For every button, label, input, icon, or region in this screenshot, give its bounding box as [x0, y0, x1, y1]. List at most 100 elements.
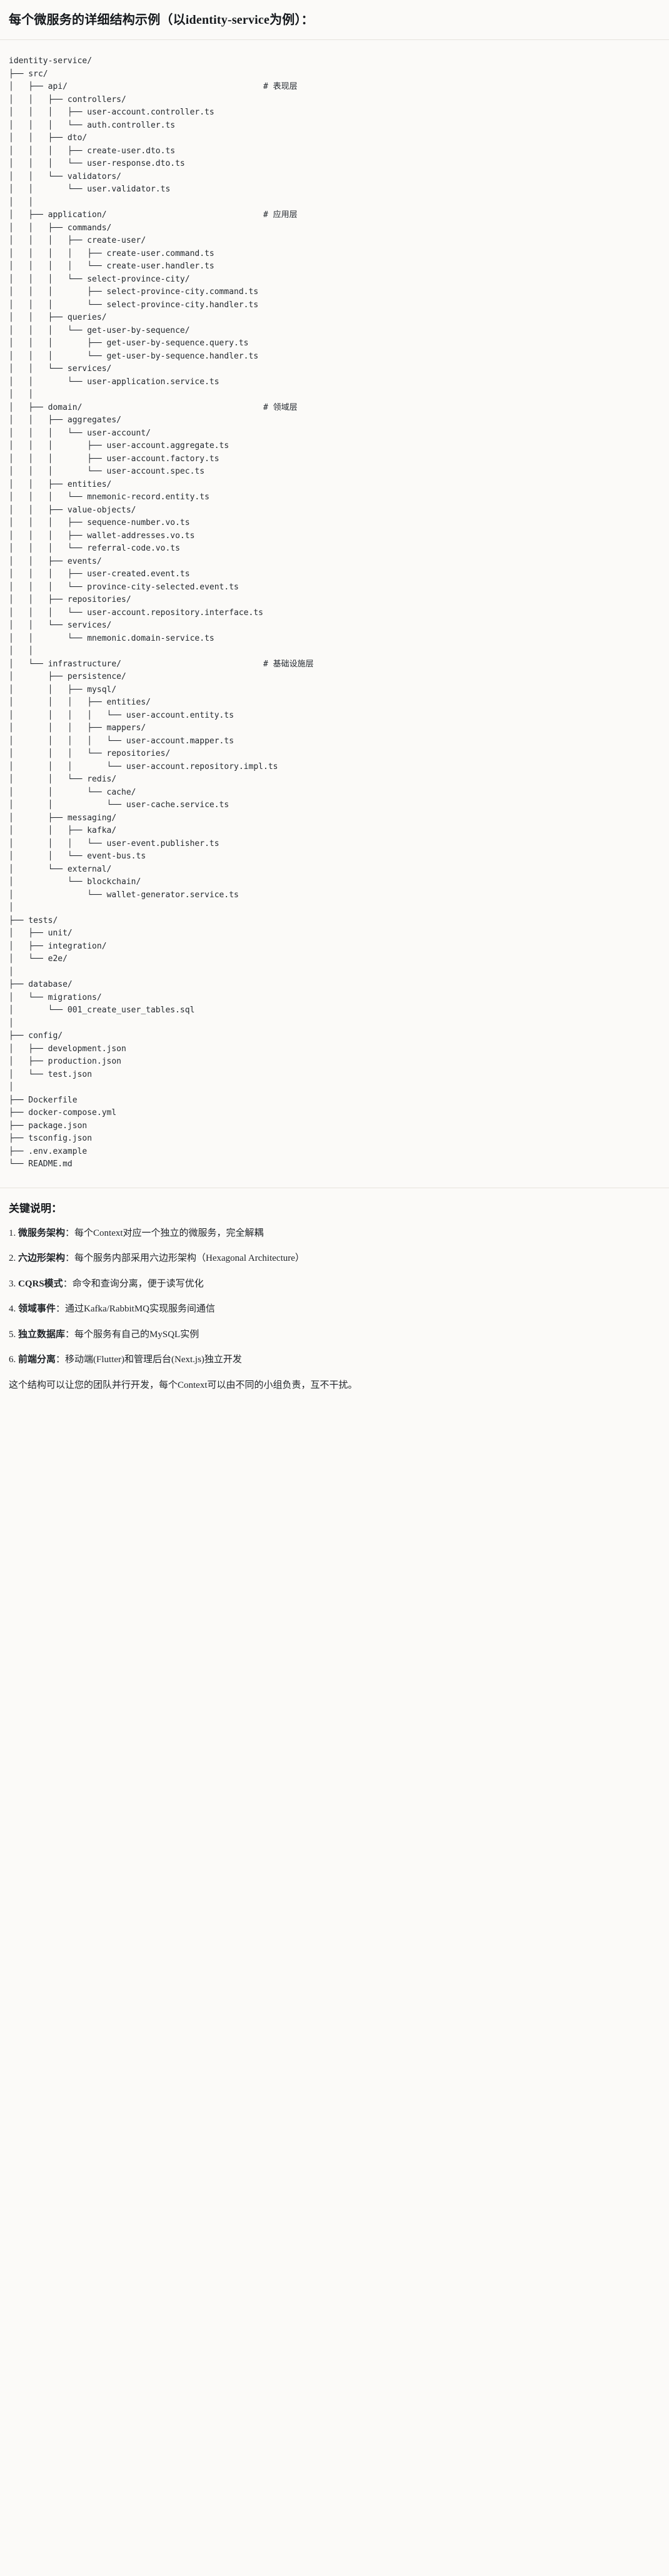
tree-line: │ │ [9, 390, 34, 399]
tree-line: ├── docker-compose.yml [9, 1108, 117, 1117]
tree-line: │ │ ├── mysql/ [9, 685, 117, 695]
tree-line: │ │ │ └── select-province-city.handler.t… [9, 300, 259, 310]
key-note-item: CQRS模式：命令和查询分离，便于读写优化 [9, 1277, 660, 1291]
key-note-separator: ： [65, 1329, 75, 1340]
key-note-item: 微服务架构：每个Context对应一个独立的微服务，完全解耦 [9, 1226, 660, 1241]
key-note-term: 微服务架构 [18, 1228, 66, 1238]
key-note-text: 每个服务内部采用六边形架构（Hexagonal Architecture） [74, 1253, 304, 1263]
tree-line: │ └── external/ [9, 864, 112, 874]
tree-line: │ │ │ └── referral-code.vo.ts [9, 544, 180, 553]
tree-line: │ │ [9, 197, 34, 207]
tree-line: ├── config/ [9, 1031, 63, 1041]
key-note-text: 每个服务有自己的MySQL实例 [74, 1329, 199, 1340]
tree-line: ├── src/ [9, 69, 48, 79]
tree-line: │ │ │ ├── user-created.event.ts [9, 569, 190, 579]
tree-line-comment: # 表现层 [263, 82, 298, 91]
tree-line: ├── .env.example [9, 1146, 88, 1156]
tree-line: │ │ │ ├── entities/ [9, 698, 151, 707]
key-note-text: 移动端(Flutter)和管理后台(Next.js)独立开发 [65, 1355, 242, 1365]
key-note-separator: ： [63, 1278, 73, 1289]
tree-line: │ │ │ └── repositories/ [9, 749, 171, 758]
tree-line: │ │ └── services/ [9, 364, 112, 374]
key-note-term: 六边形架构 [18, 1253, 66, 1263]
tree-line: │ │ └── user.validator.ts [9, 185, 171, 194]
tree-line: │ ├── development.json [9, 1044, 126, 1054]
tree-line: │ [9, 1082, 14, 1092]
tree-line: │ │ └── user-cache.service.ts [9, 800, 229, 810]
tree-line: │ ├── domain/ # 领域层 [9, 402, 298, 412]
tree-line: │ └── blockchain/ [9, 877, 141, 887]
tree-line: │ │ │ └── auth.controller.ts [9, 120, 176, 130]
tree-line: │ └── infrastructure/ # 基础设施层 [9, 659, 314, 669]
tree-line: │ │ ├── aggregates/ [9, 415, 122, 425]
tree-line: │ └── e2e/ [9, 954, 68, 964]
tree-line: │ │ └── mnemonic.domain-service.ts [9, 633, 214, 643]
tree-line: │ │ │ ├── create-user.dto.ts [9, 146, 176, 156]
tree-line: │ │ │ └── user-account.spec.ts [9, 467, 205, 476]
tree-line: identity-service/ [9, 56, 93, 66]
tree-line: ├── package.json [9, 1121, 88, 1131]
tree-line: │ └── migrations/ [9, 992, 102, 1002]
tree-line: │ │ └── services/ [9, 621, 112, 630]
key-note-item: 六边形架构：每个服务内部采用六边形架构（Hexagonal Architectu… [9, 1251, 660, 1266]
tree-line: │ [9, 903, 14, 912]
tree-line: │ │ └── event-bus.ts [9, 852, 146, 861]
tree-line: │ │ │ └── province-city-selected.event.t… [9, 582, 239, 592]
tree-line: │ ├── application/ # 应用层 [9, 210, 298, 220]
closing-paragraph: 这个结构可以让您的团队并行开发，每个Context可以由不同的小组负责，互不干扰… [9, 1380, 358, 1390]
tree-line-comment: # 应用层 [263, 210, 298, 220]
key-note-separator: ： [65, 1253, 75, 1263]
key-note-term: 独立数据库 [18, 1329, 66, 1340]
tree-line: │ └── test.json [9, 1069, 93, 1079]
tree-line: │ │ ├── queries/ [9, 313, 107, 322]
page-title: 每个微服务的详细结构示例（以identity-service为例）： [9, 13, 314, 27]
key-note-text: 通过Kafka/RabbitMQ实现服务间通信 [65, 1304, 216, 1314]
title-divider [0, 39, 669, 40]
tree-line: │ │ │ └── select-province-city/ [9, 274, 190, 284]
tree-line: │ │ │ └── mnemonic-record.entity.ts [9, 492, 209, 502]
tree-line: │ │ │ ├── create-user/ [9, 236, 146, 245]
tree-line: ├── tests/ [9, 915, 58, 925]
key-note-separator: ： [56, 1355, 66, 1365]
tree-line: │ │ ├── repositories/ [9, 595, 131, 604]
tree-line: │ │ │ └── user-event.publisher.ts [9, 838, 219, 848]
tree-line: │ │ ├── commands/ [9, 223, 112, 233]
key-note-term: 前端分离 [18, 1355, 56, 1365]
key-notes-section: 关键说明： 微服务架构：每个Context对应一个独立的微服务，完全解耦六边形架… [0, 1188, 669, 1403]
tree-line: │ │ │ └── get-user-by-sequence.handler.t… [9, 351, 259, 361]
key-note-separator: ： [65, 1228, 75, 1238]
key-note-item: 前端分离：移动端(Flutter)和管理后台(Next.js)独立开发 [9, 1353, 660, 1367]
key-note-term: 领域事件 [18, 1304, 56, 1314]
key-notes-list: 微服务架构：每个Context对应一个独立的微服务，完全解耦六边形架构：每个服务… [9, 1226, 660, 1367]
tree-line: │ │ │ ├── user-account.aggregate.ts [9, 441, 229, 451]
key-notes-heading: 关键说明： [9, 1202, 62, 1214]
tree-line: │ ├── unit/ [9, 929, 73, 938]
tree-line: ├── tsconfig.json [9, 1134, 93, 1143]
tree-line: │ │ ├── events/ [9, 556, 102, 566]
key-note-term: CQRS模式 [18, 1278, 63, 1289]
tree-line: │ │ │ └── get-user-by-sequence/ [9, 325, 190, 335]
tree-line: │ [9, 967, 14, 977]
tree-line: │ │ │ └── user-account.repository.interf… [9, 608, 263, 618]
tree-line: │ │ ├── dto/ [9, 133, 88, 143]
tree-line: │ │ │ ├── select-province-city.command.t… [9, 287, 259, 297]
key-note-text: 命令和查询分离，便于读写优化 [72, 1278, 204, 1289]
tree-line: │ │ │ │ └── create-user.handler.ts [9, 262, 214, 271]
tree-line: │ │ └── user-application.service.ts [9, 377, 219, 387]
directory-tree: identity-service/ ├── src/ │ ├── api/ # … [9, 55, 660, 1171]
tree-line: │ │ │ ├── user-account.controller.ts [9, 108, 214, 117]
tree-line: │ │ │ └── user-response.dto.ts [9, 159, 185, 168]
tree-line: │ │ │ ├── wallet-addresses.vo.ts [9, 531, 195, 541]
tree-line: │ │ │ │ └── user-account.mapper.ts [9, 736, 234, 746]
tree-line: ├── database/ [9, 980, 73, 989]
tree-line: │ ├── messaging/ [9, 813, 117, 823]
tree-line: ├── Dockerfile [9, 1095, 78, 1105]
tree-line: │ │ │ └── user-account/ [9, 428, 151, 438]
tree-line: │ │ │ ├── sequence-number.vo.ts [9, 518, 190, 527]
tree-line: │ │ │ ├── user-account.factory.ts [9, 454, 219, 464]
tree-line: │ │ ├── kafka/ [9, 826, 117, 835]
tree-line: └── README.md [9, 1159, 73, 1169]
tree-line: │ │ └── redis/ [9, 775, 117, 784]
tree-line-comment: # 基础设施层 [263, 659, 314, 669]
tree-line: │ │ │ ├── mappers/ [9, 723, 146, 733]
